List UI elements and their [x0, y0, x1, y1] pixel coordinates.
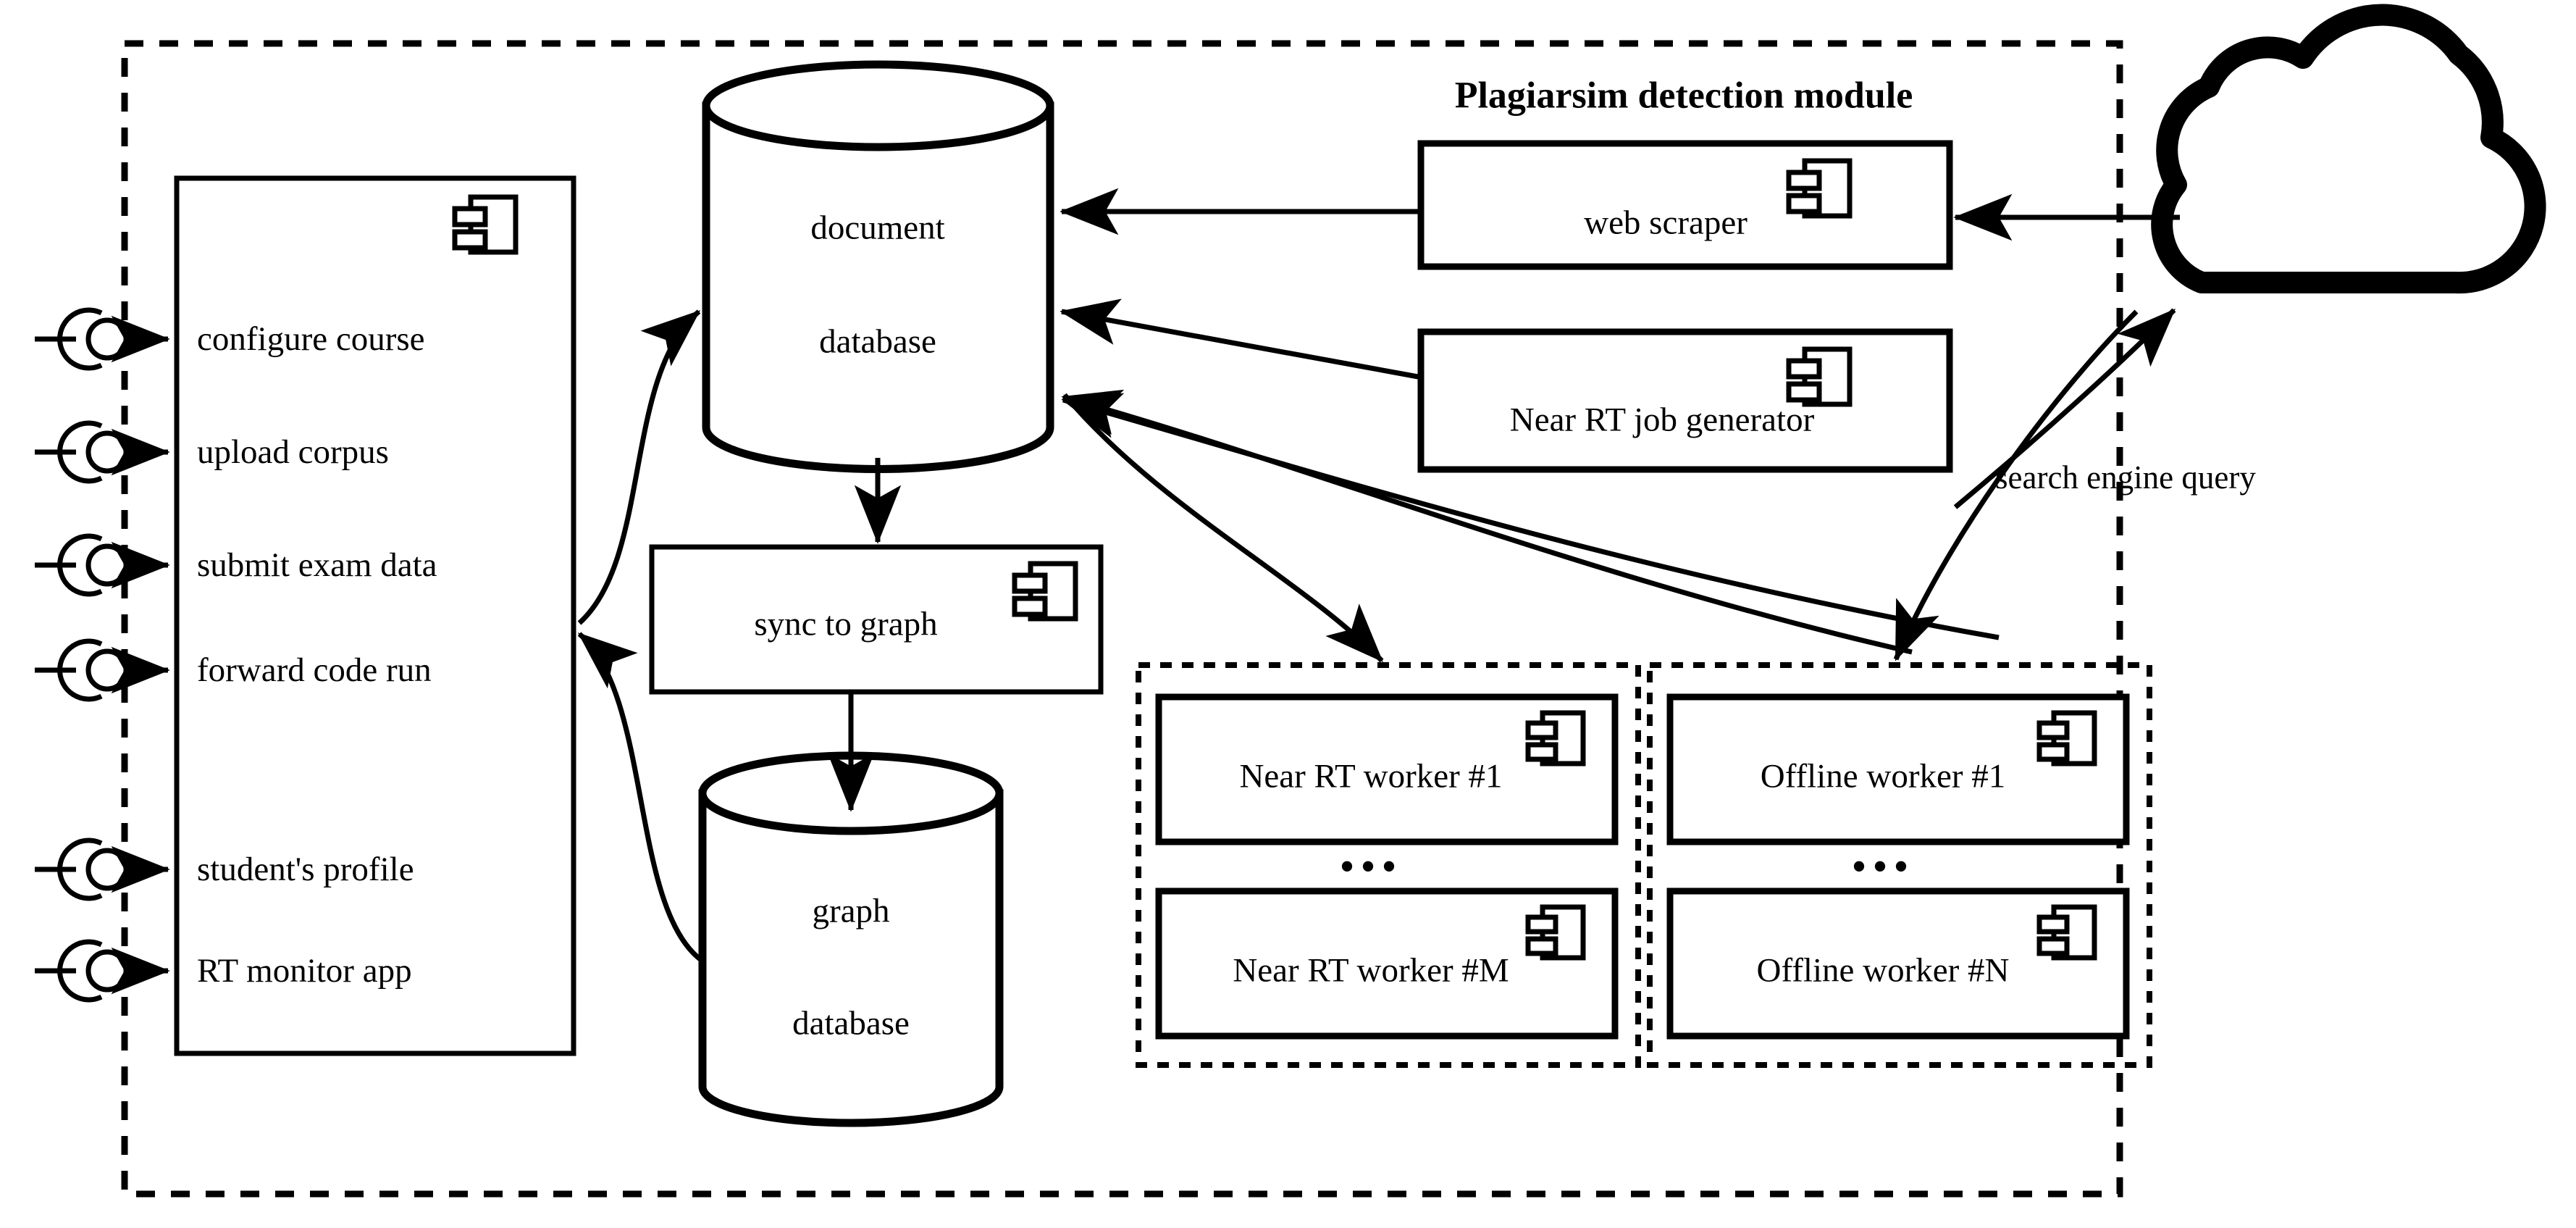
web-scraper-label: web scraper — [1584, 204, 1748, 242]
interface-label-students-profile: student's profile — [197, 851, 414, 888]
near-rt-worker-1-label: Near RT worker #1 — [1239, 757, 1503, 795]
near-rt-worker-m-label: Near RT worker #M — [1233, 951, 1509, 990]
graph-database-cylinder — [698, 751, 1004, 1127]
sync-to-graph-label: sync to graph — [754, 605, 938, 643]
offline-worker-group-boundary — [1647, 662, 2152, 1068]
edge-cloud-to-offline-workers — [1893, 309, 2139, 661]
offline-worker-1-box — [1666, 693, 2130, 845]
document-database-cylinder — [702, 60, 1054, 473]
interface-connector-rt-monitor-app — [35, 939, 170, 1003]
interface-label-forward-code-run: forward code run — [197, 651, 432, 689]
near-rt-job-generator-box — [1417, 328, 1953, 473]
edge-workers-to-docdb-b — [1061, 393, 2000, 640]
cloud-icon — [2151, 4, 2546, 294]
interface-label-configure-course: configure course — [197, 320, 425, 358]
graph-database-label-line1: graph — [812, 892, 890, 930]
near-rt-worker-ellipsis: ••• — [1339, 843, 1403, 890]
interface-connector-upload-corpus — [35, 420, 170, 484]
interface-label-rt-monitor-app: RT monitor app — [197, 952, 412, 990]
edge-label-search-engine-query: search engine query — [1995, 459, 2256, 496]
main-component-box — [174, 175, 576, 1056]
edge-component-to-docdb — [577, 309, 701, 625]
document-database-label-line2: database — [819, 322, 936, 361]
edge-graphdb-to-component — [577, 632, 703, 962]
uml-component-icon — [2036, 710, 2097, 767]
graph-database-label-line2: database — [792, 1004, 910, 1043]
near-rt-worker-group-boundary — [1136, 662, 1641, 1068]
document-database-label-line1: document — [810, 209, 945, 247]
offline-worker-n-label: Offline worker #N — [1756, 951, 2010, 990]
edge-jobgen-to-docdb — [1060, 298, 1419, 380]
interface-connector-submit-exam-data — [35, 533, 170, 597]
sync-to-graph-box — [649, 544, 1104, 695]
uml-component-icon — [1012, 561, 1078, 622]
web-scraper-box — [1417, 140, 1953, 270]
near-rt-job-generator-label: Near RT job generator — [1509, 401, 1815, 439]
uml-component-icon — [1786, 346, 1853, 407]
edge-query-to-cloud — [1953, 308, 2176, 509]
uml-component-icon — [1525, 904, 1586, 961]
uml-component-icon — [1786, 158, 1853, 219]
interface-connector-forward-code-run — [35, 638, 170, 702]
near-rt-worker-m-box — [1155, 887, 1619, 1040]
interface-label-upload-corpus: upload corpus — [197, 433, 389, 471]
near-rt-worker-1-box — [1155, 693, 1619, 845]
offline-worker-ellipsis: ••• — [1851, 843, 1915, 890]
offline-worker-1-label: Offline worker #1 — [1760, 757, 2006, 795]
offline-worker-n-box — [1666, 887, 2130, 1040]
module-title: Plagiarsim detection module — [1454, 75, 1913, 117]
uml-component-icon — [2036, 904, 2097, 961]
interface-connector-configure-course — [35, 307, 170, 371]
uml-component-icon — [452, 194, 519, 255]
edge-docdb-to-near-rt-workers — [1062, 393, 1384, 663]
uml-component-icon — [1525, 710, 1586, 767]
module-boundary — [121, 40, 2123, 1198]
interface-connector-students-profile — [35, 838, 170, 901]
interface-label-submit-exam-data: submit exam data — [197, 546, 437, 584]
